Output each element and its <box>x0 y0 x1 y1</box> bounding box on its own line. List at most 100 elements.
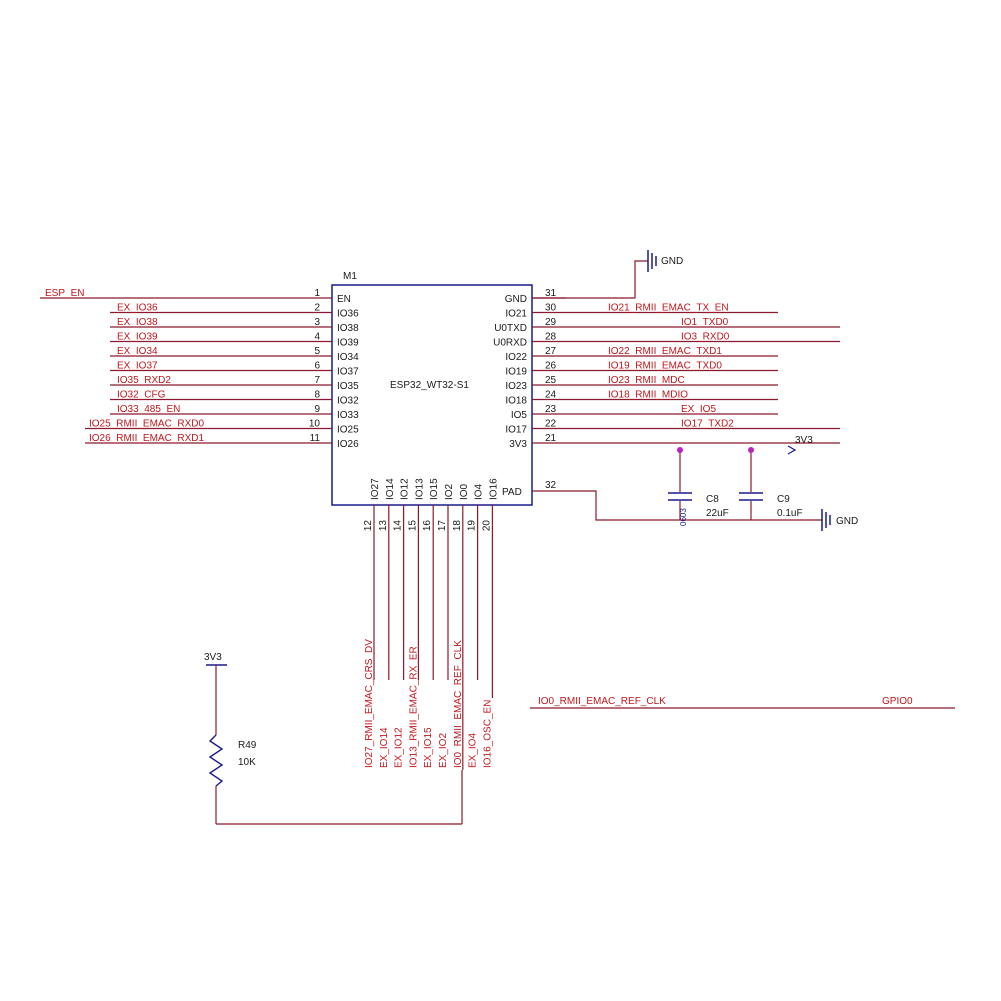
r49-ref: R49 <box>238 740 257 751</box>
left-pin-name: IO32 <box>337 396 359 407</box>
bottom-pin-name: IO27 <box>370 478 381 500</box>
c8-value: 22uF <box>706 508 729 519</box>
bottom-pin-name: IO0 <box>459 483 470 500</box>
left-pin-number: 1 <box>314 288 320 299</box>
bottom-pin-number: 17 <box>437 520 448 532</box>
c9-value: 0.1uF <box>777 508 803 519</box>
bottom-pin-name: IO16 <box>488 478 499 500</box>
right-net-label: 3V3 <box>795 435 813 446</box>
left-net-label: EX_IO37 <box>117 361 158 372</box>
vcc-arrow <box>787 445 797 455</box>
right-pin-name: IO5 <box>511 410 528 421</box>
chip-value: ESP32_WT32-S1 <box>390 380 469 391</box>
right-pin-name: IO23 <box>505 381 527 392</box>
left-pin-name: IO36 <box>337 309 359 320</box>
right-pin-name: IO22 <box>505 352 527 363</box>
left-net-label: IO32_CFG <box>117 390 166 401</box>
bottom-net-label: IO13_RMII_EMAC_RX_ER <box>408 646 419 768</box>
right-pin-number: 28 <box>545 332 557 343</box>
left-net-label: EX_IO36 <box>117 303 158 314</box>
left-net-label: IO35_RXD2 <box>117 375 171 386</box>
bottom-pin-name: IO12 <box>400 478 411 500</box>
bottom-net-label: EX_IO14 <box>379 727 390 768</box>
left-pin-name: IO37 <box>337 367 359 378</box>
right-pin-number: 22 <box>545 419 557 430</box>
left-pin-number: 10 <box>309 419 321 430</box>
left-pin-number: 3 <box>314 317 320 328</box>
bottom-pin-group: 12IO27IO27_RMII_EMAC_CRS_DV13IO14EX_IO14… <box>363 478 499 770</box>
left-net-label: EX_IO39 <box>117 332 158 343</box>
right-net-label: EX_IO5 <box>681 404 716 415</box>
bottom-pin-number: 20 <box>481 520 492 532</box>
pad-gnd-wire <box>566 490 822 521</box>
bottom-pin-name: IO2 <box>444 483 455 500</box>
right-pin-number: 27 <box>545 346 557 357</box>
left-pin-number: 8 <box>314 390 320 401</box>
left-net-label: IO33_485_EN <box>117 404 180 415</box>
left-pin-name: IO34 <box>337 352 359 363</box>
bottom-net-label: EX_IO4 <box>468 733 479 768</box>
right-net-label: IO3_RXD0 <box>681 332 730 343</box>
left-net-label: EX_IO38 <box>117 317 158 328</box>
right-net-label: IO23_RMII_MDC <box>608 375 685 386</box>
pad-pin-number: 32 <box>545 480 557 491</box>
left-net-label: IO25_RMII_EMAC_RXD0 <box>89 419 204 430</box>
left-pin-group: 1ENESP_EN2IO36EX_IO363IO38EX_IO384IO39EX… <box>40 288 359 450</box>
gnd-right-label: GND <box>836 516 858 527</box>
bottom-pin-number: 14 <box>393 520 404 532</box>
bottom-net-label: EX_IO12 <box>394 727 405 768</box>
left-pin-name: EN <box>337 294 351 305</box>
right-pin-name: IO18 <box>505 396 527 407</box>
left-pin-number: 6 <box>314 361 320 372</box>
left-pin-number: 2 <box>314 303 320 314</box>
capacitor-c8 <box>668 447 692 520</box>
gnd-right-symbol <box>821 509 831 531</box>
right-pin-number: 31 <box>545 288 557 299</box>
right-net-label: IO22_RMII_EMAC_TXD1 <box>608 346 722 357</box>
right-net-label: IO1_TXD0 <box>681 317 729 328</box>
bottom-pin-number: 13 <box>378 520 389 532</box>
bottom-pin-number: 18 <box>452 520 463 532</box>
right-pin-name: 3V3 <box>509 439 527 450</box>
right-pin-name: IO21 <box>505 309 527 320</box>
bottom-net-label: EX_IO15 <box>423 727 434 768</box>
bottom-pin-number: 12 <box>363 520 374 532</box>
pad-pin-name: PAD <box>502 487 522 498</box>
right-pin-name: GND <box>505 294 527 305</box>
bottom-net-label: IO16_OSC_EN <box>482 700 493 768</box>
r49-body <box>208 734 224 787</box>
c8-footprint: 0603 <box>679 508 688 526</box>
right-pin-number: 24 <box>545 390 557 401</box>
left-pin-name: IO39 <box>337 338 359 349</box>
left-pin-number: 11 <box>310 433 321 444</box>
left-net-label: IO26_RMII_EMAC_RXD1 <box>89 433 204 444</box>
chip-body <box>331 284 533 506</box>
left-pin-name: IO38 <box>337 323 359 334</box>
right-pin-name: U0RXD <box>493 338 527 349</box>
right-net-label: IO18_RMII_MDIO <box>608 390 688 401</box>
left-pin-number: 4 <box>314 332 320 343</box>
left-pin-number: 5 <box>314 346 320 357</box>
right-pin-number: 23 <box>545 404 557 415</box>
c9-ref: C9 <box>777 494 790 505</box>
chip-ref: M1 <box>343 271 357 282</box>
bottom-pin-number: 16 <box>422 520 433 532</box>
left-pin-name: IO33 <box>337 410 359 421</box>
capacitor-c9 <box>739 447 763 520</box>
r49-value: 10K <box>238 757 256 768</box>
right-pin-name: U0TXD <box>494 323 527 334</box>
bottom-pin-number: 15 <box>407 520 418 532</box>
bottom-net-label: IO0_RMII_EMAC_REF_CLK <box>453 640 464 768</box>
c8-ref: C8 <box>706 494 719 505</box>
right-pin-number: 21 <box>545 433 557 444</box>
left-pin-number: 7 <box>314 375 320 386</box>
bottom-pin-name: IO4 <box>474 483 485 500</box>
bottom-pin-name: IO13 <box>414 478 425 500</box>
left-net-label: ESP_EN <box>45 288 84 299</box>
gpio0-port-label: GPIO0 <box>882 696 913 707</box>
r49-supply-label: 3V3 <box>204 652 222 663</box>
bottom-net-label: IO27_RMII_EMAC_CRS_DV <box>364 639 375 768</box>
left-pin-number: 9 <box>314 404 320 415</box>
right-net-label: IO21_RMII_EMAC_TX_EN <box>608 303 729 314</box>
